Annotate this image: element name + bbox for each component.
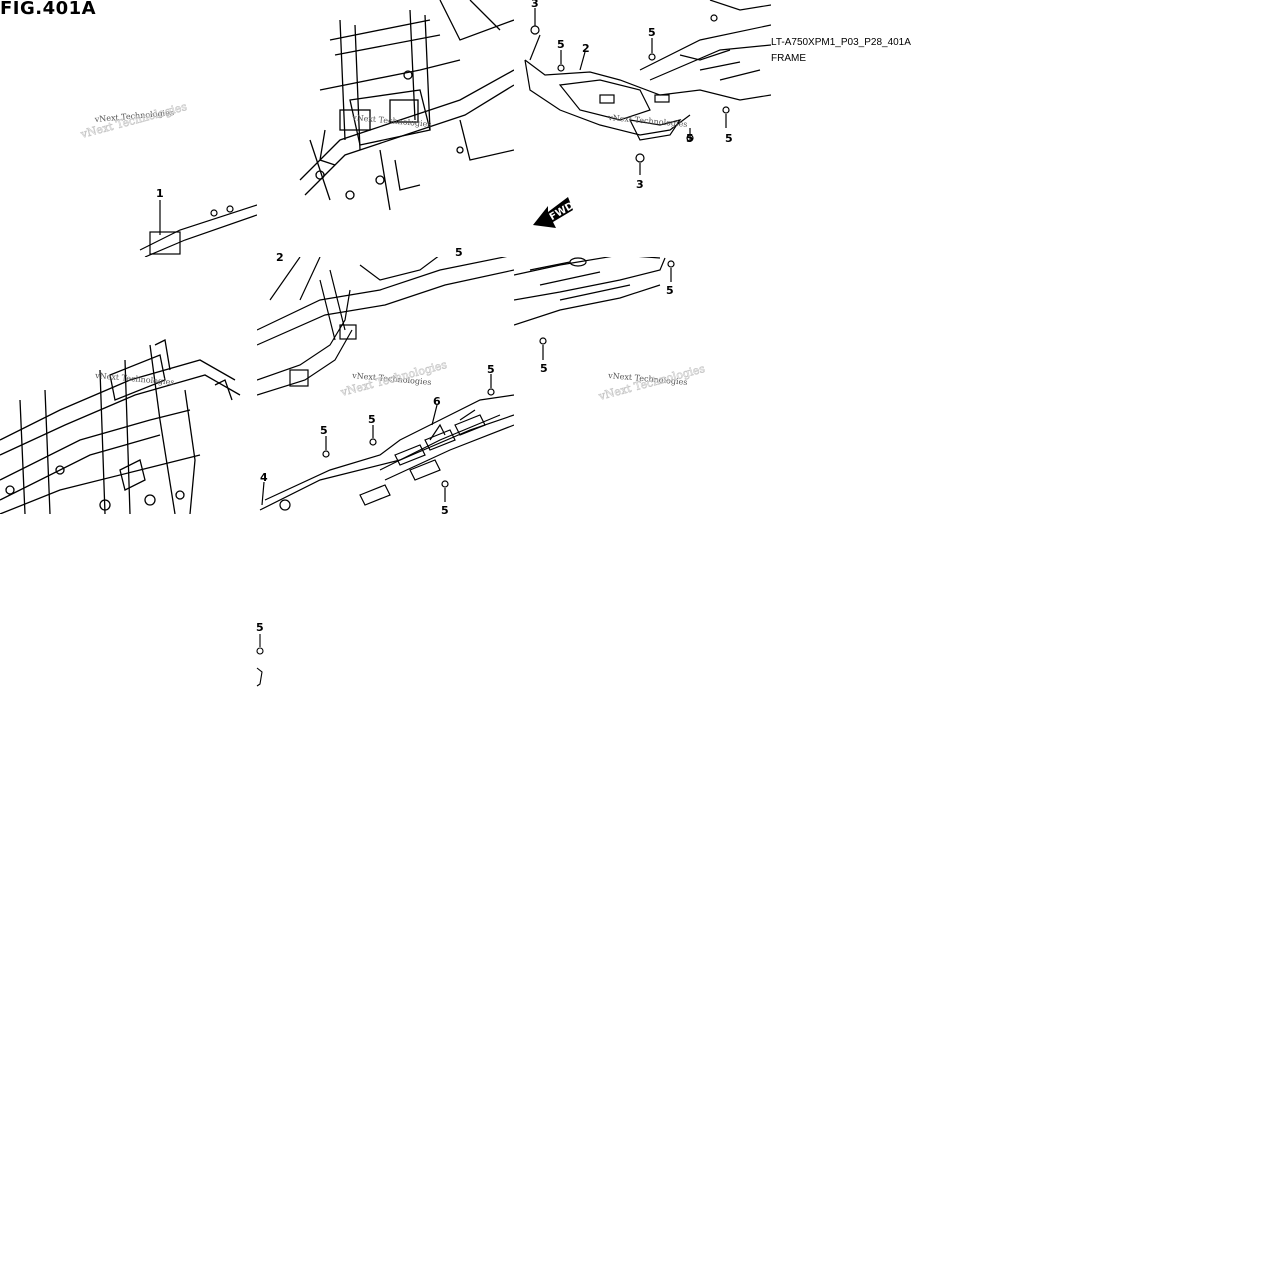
forward-arrow-icon: FWD [533,197,576,228]
callout-5-j: 5 [320,424,328,437]
footboard-right-drawing [514,257,675,360]
skid-plate-drawing [524,0,771,175]
callout-5-f: 5 [666,284,674,297]
callout-5-l: 5 [256,621,264,634]
callout-1: 1 [156,187,164,200]
callout-5-e: 5 [455,246,463,259]
upper-frame-drawing [299,0,514,211]
watermarks: vNext Technologies vNext Technologies vN… [78,100,707,404]
callout-3-bottom: 3 [636,178,644,191]
bolt-fragment-drawing [256,634,264,687]
callout-4: 4 [260,471,268,484]
front-bracket-drawing [139,200,257,257]
callout-5-g: 5 [540,362,548,375]
callout-5-k: 5 [441,504,449,517]
main-frame-drawing [0,339,241,514]
watermark-text-5: vNext Technologies [351,113,432,129]
watermark-text-6: vNext Technologies [607,113,688,129]
callout-5-b: 5 [648,26,656,39]
callout-6: 6 [433,395,441,408]
footboard-drawing [257,257,514,511]
callout-5-a: 5 [557,38,565,51]
watermark-ghost-4: vNext Technologies [596,362,706,403]
callout-3-top: 3 [531,0,539,10]
figure-code: LT-A750XPM1_P03_P28_401A [771,37,911,48]
figure-name: FRAME [771,53,806,64]
callout-5-h: 5 [487,363,495,376]
callout-2: 2 [582,42,590,55]
callouts: 1 2 3 3 4 5 5 5 5 5 5 5 5 5 5 5 5 6 2 [156,0,733,634]
watermark-text-2: vNext Technologies [94,371,175,387]
figure-title: FIG.401A [0,0,97,19]
callout-5-i: 5 [368,413,376,426]
callout-5-c: 5 [686,132,694,145]
callout-5-d: 5 [725,132,733,145]
callout-partial: 2 [276,251,284,264]
